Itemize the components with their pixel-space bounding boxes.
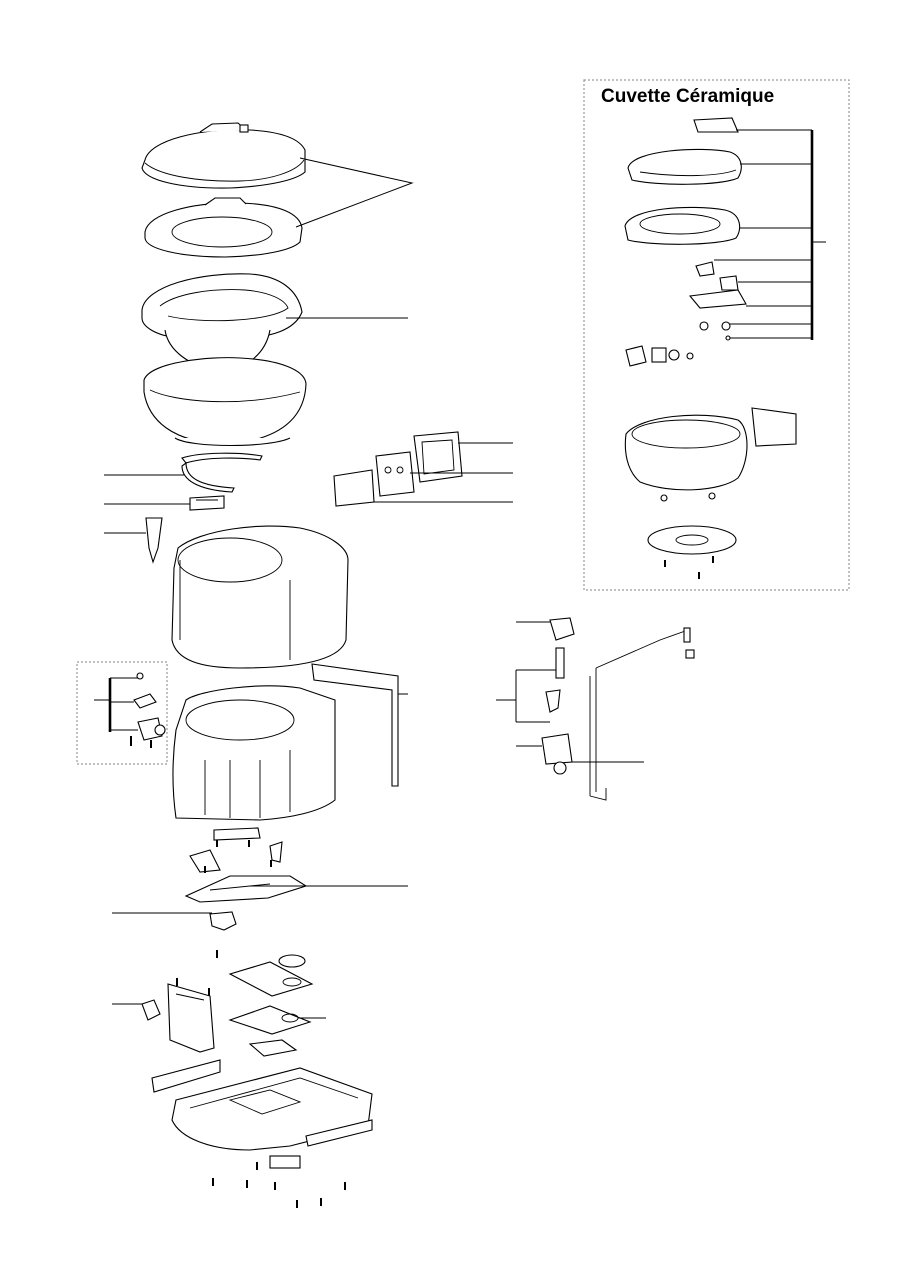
leader-lines: [94, 129, 826, 1019]
pump-inset: [76, 661, 168, 765]
ceramic-lid-cap: [693, 117, 739, 133]
control-panel-frame: [413, 431, 463, 483]
left-latch: [189, 849, 221, 873]
clamp-ring: [181, 452, 263, 493]
right-latch: [269, 841, 283, 863]
slide-plate: [184, 875, 308, 903]
toilet-lid: [141, 122, 306, 189]
valve-lever: [209, 911, 237, 931]
cassette-lid-gasket: [278, 954, 306, 968]
control-panel-board: [375, 451, 415, 497]
guide-spike: [145, 517, 163, 564]
toilet-shroud: [171, 525, 349, 669]
cassette-top-plate: [228, 961, 314, 997]
water-valve-assembly: [541, 617, 695, 801]
clamp-bracket: [189, 495, 225, 511]
side-panel: [167, 983, 215, 1053]
ceramic-bowl: [624, 407, 797, 491]
control-panel-cover: [333, 469, 375, 507]
ceramic-seat: [624, 206, 741, 245]
toilet-bowl: [141, 273, 307, 446]
ceramic-lid: [627, 148, 742, 185]
ceramic-hinge-parts: [625, 261, 747, 367]
cassette-seal-plate: [228, 1005, 312, 1035]
screws-main: [176, 840, 346, 1208]
pump-gasket: [248, 1039, 298, 1057]
inner-frame: [172, 663, 399, 821]
support-plate: [213, 827, 261, 841]
latch-knob: [141, 999, 161, 1021]
ceramic-base-plate: [647, 492, 737, 579]
base-tray: [151, 1059, 373, 1169]
ceramic-bowl-inset-frame: [583, 79, 850, 591]
toilet-seat: [144, 197, 303, 258]
inset-title: Cuvette Céramique: [601, 86, 775, 107]
